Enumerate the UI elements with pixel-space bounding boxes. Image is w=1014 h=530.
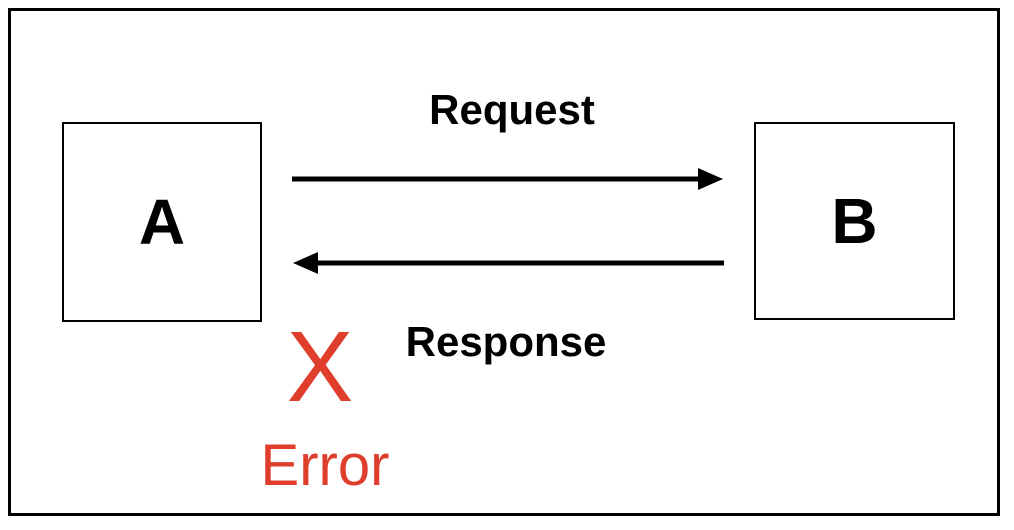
node-a-label: A (138, 186, 186, 258)
diagram-border (8, 8, 1000, 516)
node-a-box: A (62, 122, 262, 322)
node-b-box: B (754, 122, 955, 320)
node-b-label: B (831, 185, 878, 257)
request-label: Request (429, 86, 595, 133)
response-label: Response (405, 318, 607, 365)
error-label: Error (260, 433, 390, 498)
error-x-icon: X (286, 311, 354, 423)
